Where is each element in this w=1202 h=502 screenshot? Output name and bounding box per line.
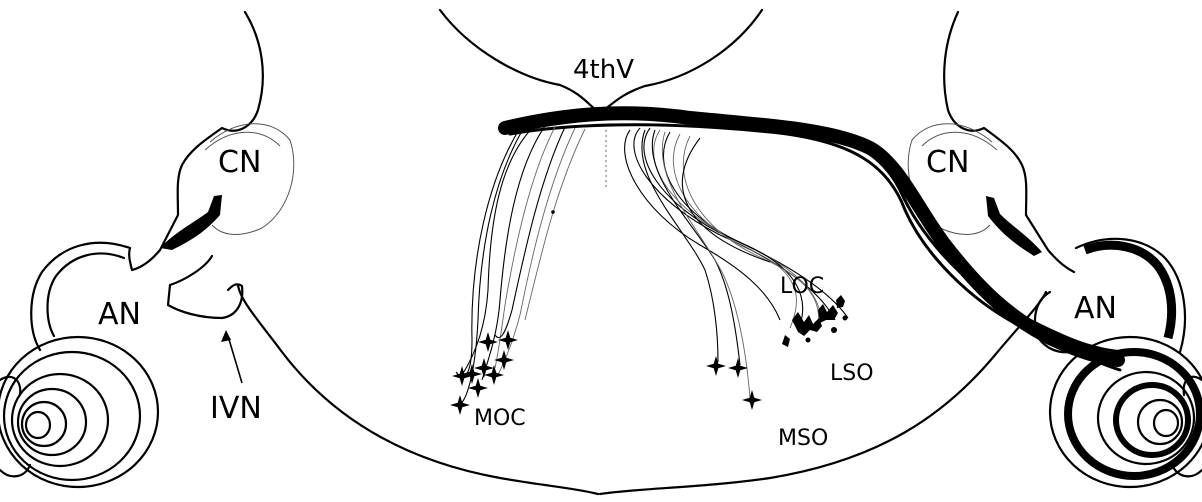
label-cn-left: CN [218,145,261,180]
left-auditory-nerve [160,195,242,318]
neuron-star [728,358,748,378]
neuron-star [450,395,470,415]
right-cochlea [1050,239,1202,487]
label-loc: LOC [780,274,824,299]
olivocochlear-bundle [505,113,1125,370]
label-an-right: AN [1074,291,1117,326]
label-an-left: AN [98,297,141,332]
mso-fibers [642,130,750,398]
mso-neurons [706,356,762,410]
moc-fibers [456,125,585,405]
neuron-star [494,350,514,370]
moc-neurons [450,330,518,415]
label-4thv: 4thV [573,55,634,85]
neuron-star [468,378,488,398]
scatter-dot [551,210,555,214]
label-moc: MOC [474,406,526,431]
label-cn-right: CN [926,145,969,180]
neuron-star [706,356,726,376]
ivn-arrow [221,330,242,383]
lso-terminals [782,295,848,347]
left-cochlea [0,243,158,487]
loc-fibers [625,128,848,330]
neuron-star [742,390,762,410]
label-mso: MSO [778,426,828,451]
label-lso: LSO [830,361,874,386]
label-ivn: IVN [210,391,262,426]
